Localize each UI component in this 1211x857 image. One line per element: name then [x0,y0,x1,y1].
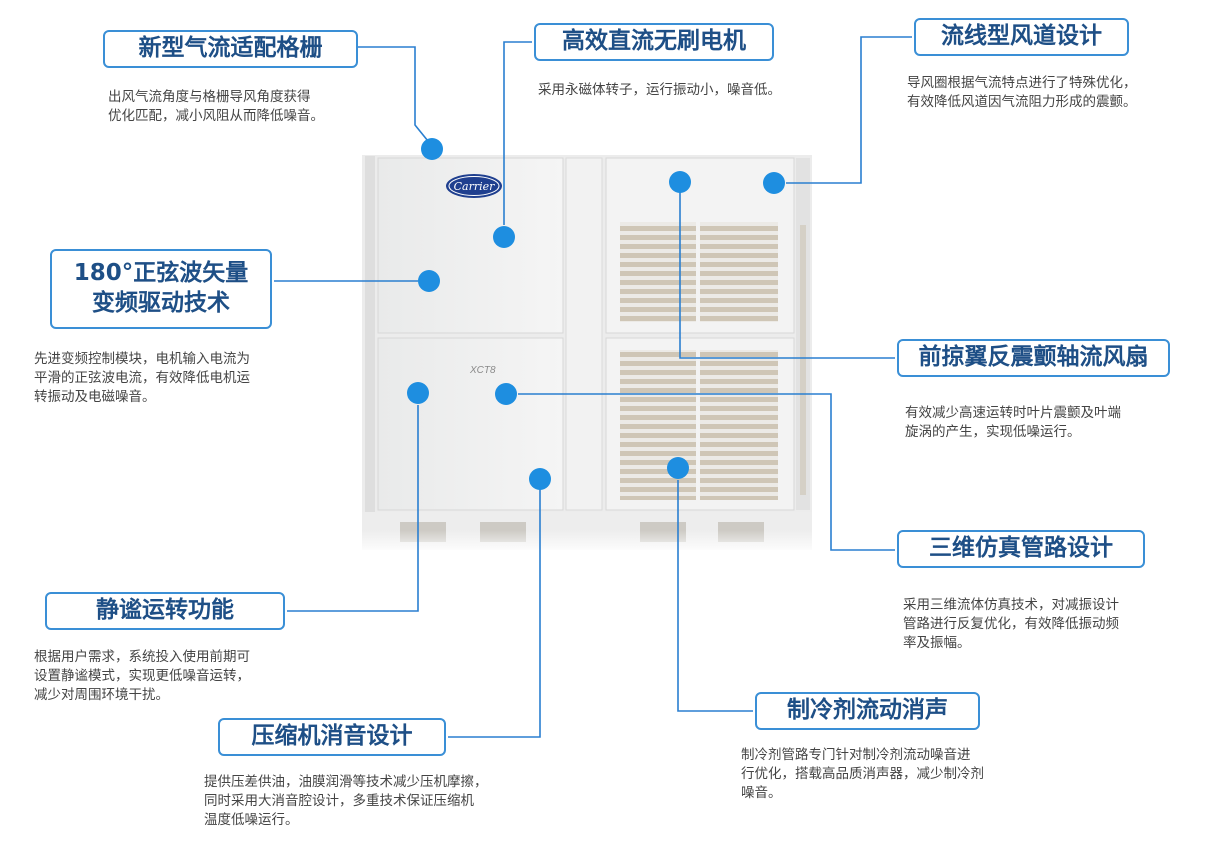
feature-desc-duct: 导风圈根据气流特点进行了特殊优化， 有效降低风道因气流阻力形成的震颤。 [907,75,1137,110]
feature-title-inverter: 180°正弦波矢量 变频驱动技术 [50,249,272,329]
feature-desc-inverter: 先进变频控制模块，电机输入电流为 平滑的正弦波电流，有效降低电机运 转振动及电磁… [34,351,250,405]
feature-desc-grille: 出风气流角度与格栅导风角度获得 优化匹配，减小风阻从而降低噪音。 [108,89,324,124]
air-outlet-louvers [620,222,778,500]
connector-lines [274,36,912,738]
feature-title-inverter-line1: 180°正弦波矢量 [73,260,249,287]
feature-title-motor: 高效直流无刷电机 [534,23,774,61]
svg-text:Carrier: Carrier [454,180,496,193]
dot-compressor [529,468,551,490]
feature-title-inverter-line2: 变频驱动技术 [92,290,230,316]
carrier-logo: Carrier [446,174,502,198]
feature-desc-fan: 有效减少高速运转时叶片震颤及叶端 旋涡的产生，实现低噪运行。 [905,405,1121,440]
feature-title-duct: 流线型风道设计 [914,18,1129,56]
feature-title-refrigerant: 制冷剂流动消声 [755,692,980,730]
dot-refrigerant [667,457,689,479]
feature-desc-motor: 采用永磁体转子，运行振动小，噪音低。 [538,82,781,98]
model-badge: XCT8 [469,365,496,376]
feature-title-compressor: 压缩机消音设计 [218,718,446,756]
feature-title-fan: 前掠翼反震颤轴流风扇 [897,339,1170,377]
dot-fan [669,171,691,193]
feature-desc-compressor: 提供压差供油，油膜润滑等技术减少压机摩擦， 同时采用大消音腔设计，多重技术保证压… [204,774,488,828]
dot-motor [493,226,515,248]
dot-duct [763,172,785,194]
feature-title-piping: 三维仿真管路设计 [897,530,1145,568]
feature-title-quiet: 静谧运转功能 [45,592,285,630]
callout-dots [407,138,785,490]
dot-grille [421,138,443,160]
feature-title-grille: 新型气流适配格栅 [103,30,358,68]
dot-piping [495,383,517,405]
feature-desc-piping: 采用三维流体仿真技术，对减振设计 管路进行反复优化，有效降低振动频 率及振幅。 [903,597,1119,651]
feature-desc-refrigerant: 制冷剂管路专门针对制冷剂流动噪音进 行优化，搭载高品质消声器，减少制冷剂 噪音。 [741,747,984,801]
base-vents [360,512,815,554]
dot-inverter [418,270,440,292]
feature-desc-quiet: 根据用户需求，系统投入使用前期可 设置静谧模式，实现更低噪音运转， 减少对周围环… [34,649,250,703]
dot-quiet [407,382,429,404]
